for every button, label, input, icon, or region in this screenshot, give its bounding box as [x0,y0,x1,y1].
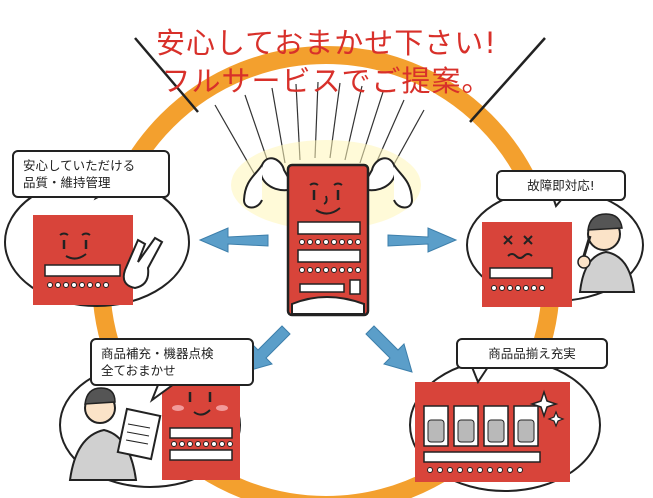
speech-bubble-repair: 故障即対応! [496,170,626,201]
repair-scene [466,181,644,307]
title-accent-right [469,37,546,123]
bubble-text: 商品品揃え充実 [488,346,576,361]
sparkle-icon [529,389,559,419]
arrow-down-right [365,325,413,373]
speech-bubble-service: 商品補充・機器点検 全ておまかせ [90,338,254,386]
bubble-text: 品質・維持管理 [23,175,111,190]
title-accent-left [134,37,199,113]
service-scene [59,362,241,488]
hero-vending-machine [242,157,414,317]
sparkle-icon [547,410,565,428]
bubble-text: 全ておまかせ [101,363,176,378]
speech-bubble-quality: 安心していただける 品質・維持管理 [12,150,170,198]
stock-scene [409,358,601,492]
arrow-right [387,227,458,253]
bubble-text: 商品補充・機器点検 [101,346,214,361]
headline-line-2: フルサービスでご提案。 [161,64,492,98]
arrow-down-left [243,325,291,373]
bubble-text: 安心していただける [23,158,136,173]
speech-bubble-stock: 商品品揃え充実 [456,338,608,369]
bubble-text: 故障即対応! [527,178,595,193]
headline-line-1: 安心しておまかせ下さい! [156,26,497,60]
quality-scene [4,175,190,307]
arrows [198,227,458,373]
arrow-left [198,227,269,253]
